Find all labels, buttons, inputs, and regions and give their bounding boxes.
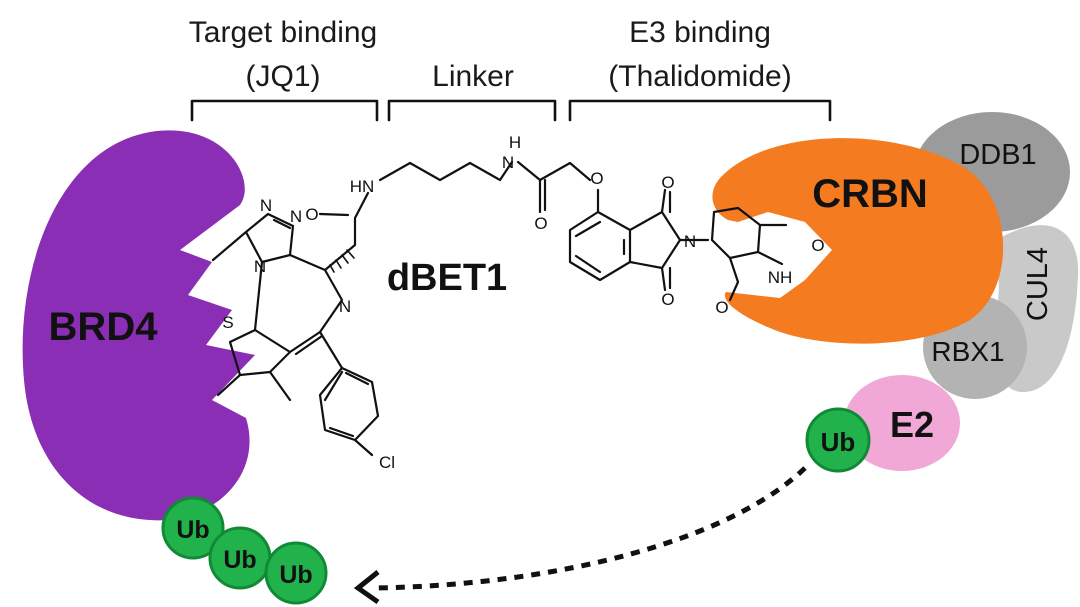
atom-o-amide: O	[305, 205, 318, 224]
ub-chain-1	[161, 496, 225, 560]
atom-o-glut-bot: O	[715, 298, 728, 317]
brd4-protein	[22, 130, 256, 521]
bracket-linker	[387, 99, 557, 122]
header-target-line2: (JQ1)	[246, 60, 321, 93]
atom-n-imide: N	[684, 232, 696, 251]
ub-chain-3	[264, 541, 328, 605]
atom-cl: Cl	[379, 453, 395, 472]
atom-o-imide-top: O	[661, 173, 674, 192]
atom-n-tri1: N	[260, 196, 272, 215]
bracket-target	[190, 99, 379, 122]
bracket-e3	[568, 99, 832, 122]
ub-transfer-arrowhead	[353, 570, 380, 605]
ub-chain-3-label: Ub	[279, 561, 312, 589]
atom-o-ether: O	[590, 169, 603, 188]
atom-nh-glut: NH	[768, 268, 793, 287]
ub-chain-1-label: Ub	[176, 516, 209, 544]
atom-o-glut-top: O	[811, 236, 824, 255]
atom-h-top: H	[509, 133, 521, 152]
molecule-name: dBET1	[387, 257, 507, 299]
atom-o-imide-bot: O	[661, 290, 674, 309]
atom-n-diaz: N	[339, 297, 351, 316]
e2-label: E2	[890, 404, 934, 445]
atom-hn-left: HN	[350, 177, 375, 196]
rbx1-label: RBX1	[931, 336, 1004, 367]
ub-on-e2-label: Ub	[821, 427, 856, 457]
crbn-label: CRBN	[812, 172, 928, 216]
cul4-label: CUL4	[1022, 247, 1054, 321]
header-target-line1: Target binding	[189, 16, 377, 49]
atom-o-amide2: O	[534, 214, 547, 233]
atom-s-thio: S	[222, 313, 233, 332]
atom-n-tri3: N	[254, 257, 266, 276]
header-e3-line2: (Thalidomide)	[608, 60, 791, 93]
ub-chain-2-label: Ub	[223, 546, 256, 574]
header-e3-line1: E3 binding	[629, 16, 771, 49]
molecule-structure	[211, 160, 788, 457]
ddb1-label: DDB1	[959, 139, 1036, 171]
atom-n-tri2: N	[290, 207, 302, 226]
header-linker: Linker	[432, 60, 514, 93]
e2-protein	[844, 375, 960, 471]
ub-on-e2	[805, 407, 871, 473]
atom-n-amide: N	[502, 153, 514, 172]
ub-transfer-arrow	[374, 466, 807, 591]
crbn-protein	[712, 138, 1004, 344]
brd4-label: BRD4	[49, 305, 159, 349]
